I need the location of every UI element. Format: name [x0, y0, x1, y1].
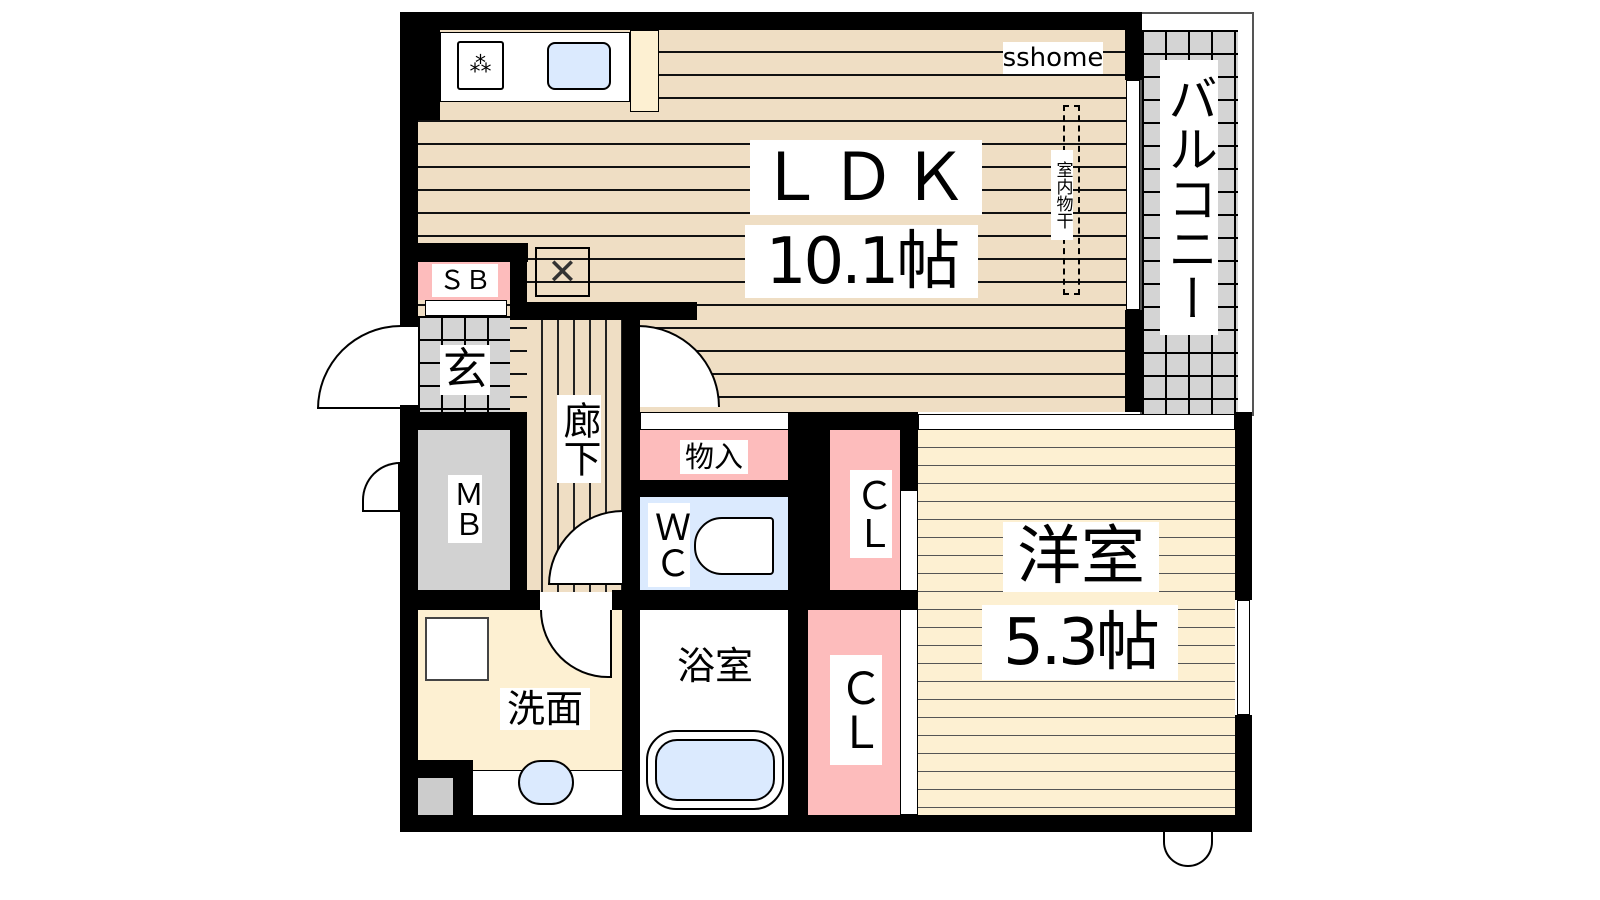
indoor-drying-label: 室内物干 — [1051, 150, 1073, 240]
closet-upper-label: ＣＬ — [849, 470, 893, 558]
wall — [400, 590, 540, 610]
sliding-door[interactable] — [918, 414, 1235, 430]
wall — [1235, 715, 1252, 832]
western-room-floor — [918, 430, 1235, 815]
ldk-size: 10.1帖 — [745, 225, 978, 298]
wall — [510, 243, 527, 320]
toilet-label: ＷＣ — [648, 503, 690, 587]
wall — [612, 590, 918, 610]
outdoor-unit-door — [1163, 832, 1213, 867]
balcony-window — [1126, 80, 1140, 310]
storage-door[interactable] — [640, 412, 790, 430]
pipe-shaft-inner — [418, 778, 453, 815]
wall — [1125, 12, 1142, 80]
wall — [400, 815, 1252, 832]
wall — [418, 30, 440, 120]
wall — [510, 412, 527, 592]
kitchen-sink-icon — [547, 42, 611, 90]
entrance-label: 玄 — [440, 345, 490, 395]
watermark: sshome — [1002, 42, 1104, 74]
wall — [788, 412, 918, 430]
shoe-box-label: ＳＢ — [432, 264, 498, 297]
stove-icon: ⁂ — [457, 41, 504, 90]
meter-box-door[interactable] — [362, 462, 400, 512]
washbasin-icon — [518, 760, 574, 805]
wall — [510, 302, 697, 320]
western-room-window — [1237, 600, 1250, 715]
wall — [1235, 412, 1252, 600]
hallway-label: 廊下 — [557, 395, 601, 483]
wall — [1125, 310, 1142, 412]
washroom-label: 洗面 — [500, 688, 590, 730]
closet-doors[interactable] — [900, 490, 918, 815]
bathtub-icon — [646, 730, 784, 810]
ldk-label: ＬＤＫ — [750, 140, 982, 215]
western-room-size: 5.3帖 — [982, 605, 1178, 680]
storage-label: 物入 — [680, 440, 748, 474]
wall — [400, 412, 527, 430]
bathroom-label: 浴室 — [670, 645, 760, 687]
wall — [788, 412, 808, 815]
western-room-label: 洋室 — [1003, 522, 1159, 592]
refrigerator-space — [630, 30, 659, 112]
toilet-icon — [694, 517, 774, 575]
wall — [808, 430, 830, 590]
entrance-door[interactable] — [317, 325, 401, 409]
wall — [640, 480, 790, 497]
wall — [622, 320, 640, 815]
wall — [400, 12, 418, 327]
wall — [418, 243, 528, 262]
washing-machine-pan — [425, 617, 489, 681]
shoe-box-door — [425, 300, 507, 316]
ventilation-icon: ✕ — [535, 247, 590, 297]
wall — [1235, 412, 1252, 430]
meter-box-label: ＭＢ — [448, 475, 483, 543]
closet-lower-label: ＣＬ — [830, 655, 882, 765]
wall — [400, 12, 1140, 30]
wall — [900, 430, 918, 490]
balcony-label: バルコニー — [1160, 60, 1218, 335]
wall — [400, 405, 418, 832]
